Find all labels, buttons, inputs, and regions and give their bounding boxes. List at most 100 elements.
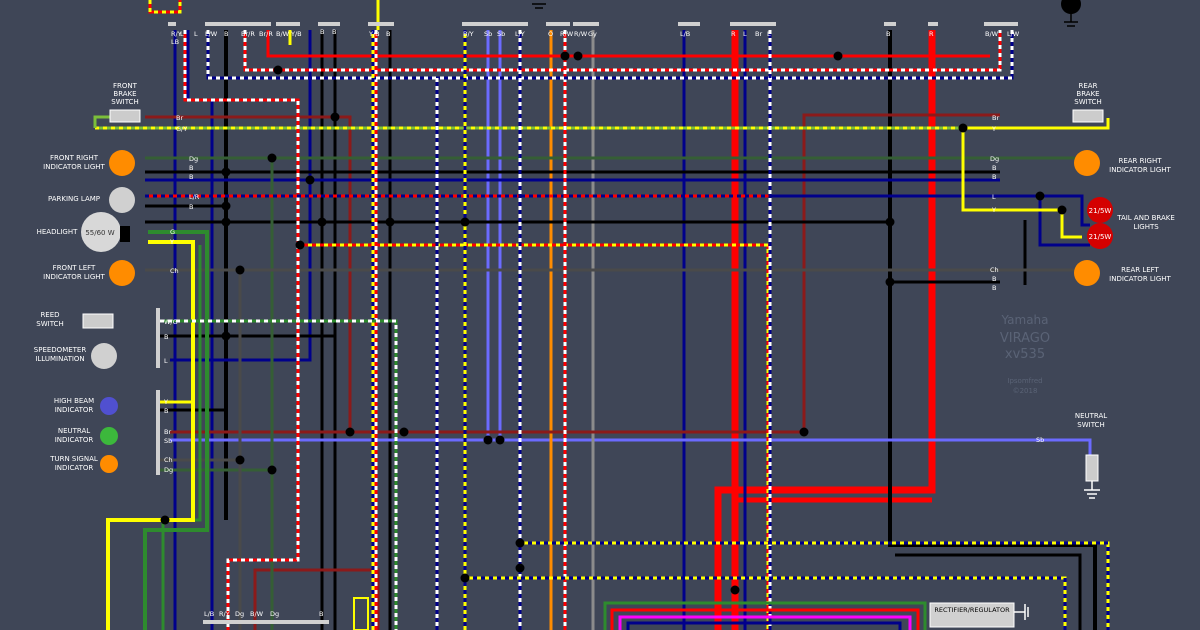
junctions [160,51,1067,595]
junction-dot [221,201,231,211]
wire-blue-h3 [1038,196,1090,247]
connector-code: Dg [270,610,279,618]
connector-bar [318,22,340,26]
connector-code: B [164,333,168,341]
top-connectors: R/Y LB L L L/W B Br/R Br/R B/W Y/B B B Y… [168,22,1020,46]
wire-gy-left [93,115,110,128]
component-label: INDICATOR [55,464,94,472]
connector-code: B [319,610,323,618]
connector-code: Y [169,238,174,246]
component-label: SWITCH [111,98,138,106]
front-brake-switch: FRONT BRAKE SWITCH Br G/Y [109,82,187,133]
connector-code: Dg [164,466,173,474]
junction-dot [399,427,409,437]
component-label: FRONT RIGHT [50,154,99,162]
wire-green-1 [143,230,209,630]
junction-dot [885,217,895,227]
wire-top-red-d [148,0,182,14]
neutral-switch-body [1085,454,1099,482]
connector-bar [368,22,394,26]
junction-dot [515,563,525,573]
connector-code: L/B [680,30,690,38]
component-label: BRAKE [1076,90,1099,98]
rear-left-indicator: REAR LEFT INDICATOR LIGHT Ch B B [990,260,1172,292]
connector-code: L [992,193,996,201]
switch-body [109,109,141,123]
connector-code: B [320,28,324,36]
connector-code: B [886,30,890,38]
junction-dot [385,217,395,227]
connector-code: L/Y [515,30,525,38]
junction-dot [317,217,327,227]
wire-blue-v5 [170,30,312,362]
wire-bus-1 [603,601,927,630]
junction-dot [1057,205,1067,215]
turn-signal-indicator: TURN SIGNAL INDICATOR Ch Dg [49,455,173,474]
horn-icon [1061,0,1081,14]
connector-code: Sb [484,30,492,38]
connector-code: Y/B [290,30,302,38]
headlight-socket [120,226,130,242]
connector-code: Sb [164,437,172,445]
tail-bulb-rating: 21/5W [1089,233,1112,241]
component-label: HEADLIGHT [37,228,79,236]
front-right-indicator: FRONT RIGHT INDICATOR LIGHT Dg B B [43,150,198,181]
connector-bar [168,22,176,26]
tail-bulb [1087,197,1113,223]
wire-blue-h2 [745,194,1090,227]
wire-black-v6 [895,553,1082,630]
connector-code: B [189,173,193,181]
wire-red-main-2 [714,30,936,630]
component-label: INDICATOR LIGHT [43,273,105,281]
junction-dot [1035,191,1045,201]
junction-dot [330,112,340,122]
bottom-connector: L/B R/Y Dg B/W Dg B [203,597,369,630]
connector-code: Y [991,125,996,133]
wire-yb-3d [520,541,1110,630]
wire-bus-2 [610,608,920,630]
indicator-lamp [109,260,135,286]
connector-bar [203,620,329,624]
connector-code: R/Y [171,30,182,38]
watermark-year: ©2018 [1013,387,1038,395]
wire-bus-4 [626,621,902,630]
connector-code: B [189,164,193,172]
connector-code: R [731,30,736,38]
watermark-variant: xv535 [1005,347,1045,362]
connector-code: Br [992,114,999,122]
component-label: INDICATOR LIGHT [1109,166,1171,174]
rear-right-indicator: REAR RIGHT INDICATOR LIGHT Dg B B [990,150,1172,181]
connector-code: Sb [497,30,505,38]
junction-dot [267,153,277,163]
junction-dot [160,515,170,525]
connector-code: Dg [235,610,244,618]
connector-code: B [164,407,168,415]
connector-code: Br/R [259,30,273,38]
connector-code: Dg [990,155,999,163]
connector-code: B [992,284,996,292]
component-label: ILLUMINATION [35,355,84,363]
high-beam-lamp [100,397,118,415]
component-label: INDICATOR LIGHT [1109,275,1171,283]
connector-code: B [992,275,996,283]
wire-yellow-rear [963,118,1110,130]
wire-wgd [160,319,398,630]
component-label: SWITCH [1074,98,1101,106]
wire-rw-3 [266,30,990,58]
connector-code: Y/B [368,30,380,38]
tail-bulb [1087,223,1113,249]
junction-dot [221,331,231,341]
component-label: PARKING LAMP [48,195,100,203]
connector-code: B [992,164,996,172]
high-beam-indicator: HIGH BEAM INDICATOR Y B [54,390,168,475]
rectifier-body [929,602,1015,628]
tail-bulb-rating: 21/5W [1089,207,1112,215]
junction-dot [221,167,231,177]
wire-yb-4d [465,576,1067,630]
connector-code: L [194,30,198,38]
connector-code: B/W [985,30,999,38]
speedometer-illumination: SPEEDOMETER ILLUMINATION B L [34,333,168,369]
component-label: REAR [1079,82,1098,90]
junction-dot [833,51,843,61]
junction-dot [460,217,470,227]
